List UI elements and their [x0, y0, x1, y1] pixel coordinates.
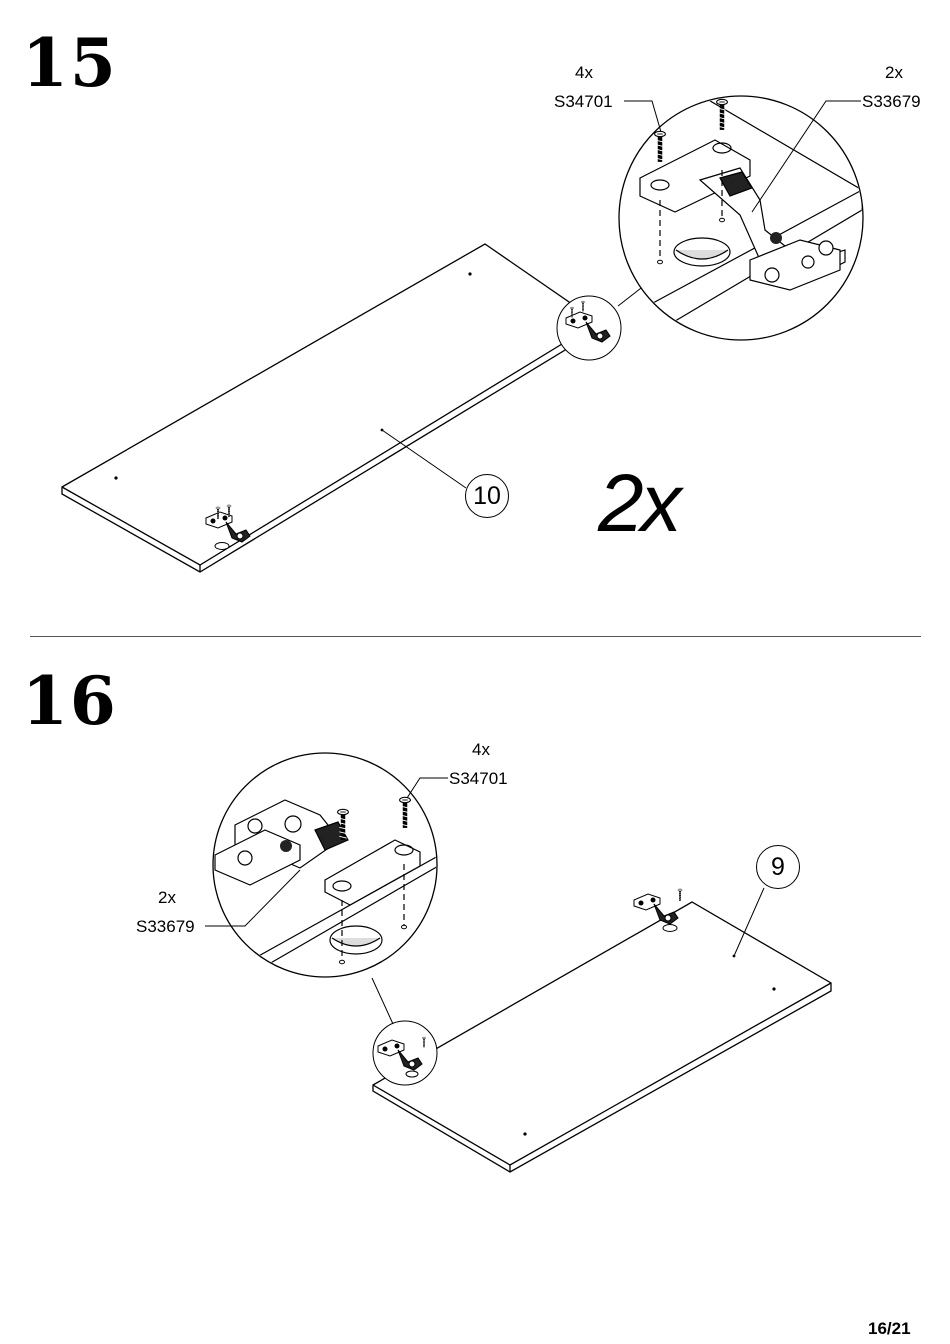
- hinge-code-label: S33679: [862, 93, 921, 110]
- hinge-qty-label: 2x: [885, 64, 903, 81]
- step15-zoom-circle: [619, 95, 863, 340]
- part-number-10: 10: [473, 482, 501, 511]
- screw-code-label: S34701: [449, 770, 508, 787]
- page-number: 16/21: [868, 1319, 911, 1339]
- part-callout-10: 10: [465, 474, 509, 518]
- step-divider: [30, 636, 921, 637]
- hinge-code-label: S33679: [136, 918, 195, 935]
- step16-drawing: [205, 753, 831, 1172]
- hinge-qty-label: 2x: [158, 889, 176, 906]
- part-callout-9: 9: [756, 845, 800, 889]
- step-number-16: 16: [22, 668, 118, 734]
- panel-9: [373, 902, 831, 1172]
- screw-qty-label: 4x: [472, 741, 490, 758]
- screw-qty-label: 4x: [575, 64, 593, 81]
- panel-10: [62, 244, 598, 572]
- screw-code-label: S34701: [554, 93, 613, 110]
- step15-drawing: [62, 95, 863, 572]
- step-number-15: 15: [22, 30, 118, 96]
- step16-zoom-circle: [213, 753, 440, 977]
- repeat-quantity: 2x: [598, 463, 679, 545]
- part-number-9: 9: [771, 853, 785, 882]
